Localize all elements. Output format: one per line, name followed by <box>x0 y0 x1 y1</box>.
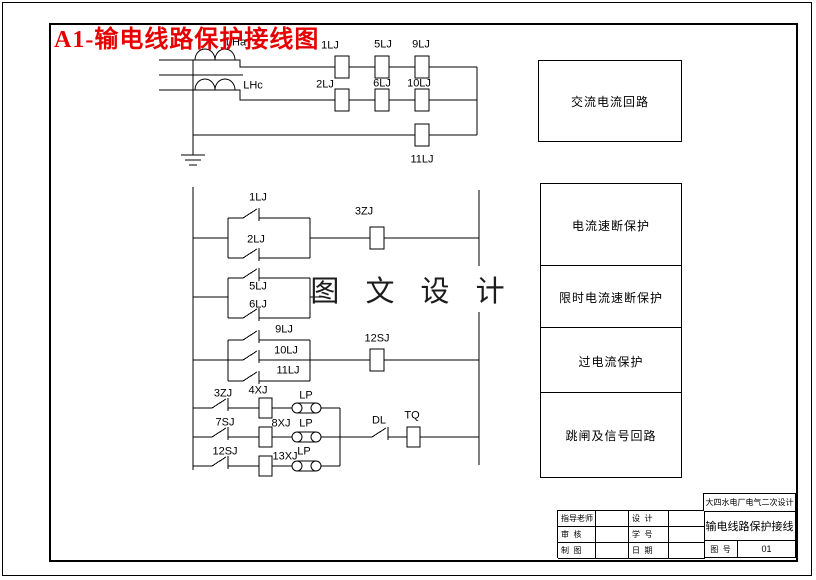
coil-13xj <box>258 455 273 477</box>
label-contact-2lj: 2LJ <box>247 233 265 246</box>
drawing-title: 输电线路保护接线 <box>705 521 794 533</box>
contact-10lj <box>228 350 310 363</box>
coil-3zj <box>369 226 385 250</box>
watermark-text: 图 文 设 计 <box>310 266 505 312</box>
tb-blank <box>596 511 629 527</box>
tb-blank <box>669 511 705 527</box>
legend-text: 跳闸及信号回路 <box>565 428 657 443</box>
coil-10lj <box>414 88 430 112</box>
drawing-number: 01 <box>761 544 772 554</box>
label-contact-6lj: 6LJ <box>249 298 267 311</box>
label-contact-10lj: 10LJ <box>274 344 298 357</box>
contact-9lj <box>228 330 310 343</box>
label-coil-tq: TQ <box>404 409 420 422</box>
label-contact-9lj: 9LJ <box>275 323 293 336</box>
label-coil-13xj: 13XJ <box>272 450 298 463</box>
legend-box-instantaneous: 电流速断保护 <box>540 183 682 268</box>
label-contact-12sj: 12SJ <box>212 445 238 458</box>
coil-2lj <box>334 88 350 112</box>
bus-phase-c <box>159 89 477 101</box>
titleblock-number-value: 01 <box>737 540 796 558</box>
legend-box-ac-circuit: 交流电流回路 <box>538 60 682 142</box>
tb-label-advisor: 指导老师 <box>558 511 596 527</box>
inner-frame <box>49 23 798 562</box>
tb-label-draftsman: 制 图 <box>558 543 596 559</box>
label-coil-3zj: 3ZJ <box>354 205 374 218</box>
titleblock-drawing-title: 输电线路保护接线 <box>703 511 796 541</box>
label-contact-3zj: 3ZJ <box>213 387 233 400</box>
contact-3zj <box>193 398 259 411</box>
ct-lha-icon <box>194 48 236 61</box>
label-coil-12sj: 12SJ <box>364 332 390 345</box>
legend-box-time-limited: 限时电流速断保护 <box>540 265 682 330</box>
coil-6lj <box>374 88 390 112</box>
label-link-lp-2: LP <box>299 417 313 430</box>
label-coil-1lj: 1LJ <box>321 39 339 52</box>
tb-label-designer: 设 计 <box>629 511 669 527</box>
label-coil-5lj: 5LJ <box>374 38 392 51</box>
contact-12sj <box>193 456 259 469</box>
label-coil-11lj: 11LJ <box>410 153 434 166</box>
coil-1lj <box>334 55 350 79</box>
project-name: 大四水电厂电气二次设计 <box>705 498 794 507</box>
contact-6lj <box>228 308 310 321</box>
ct-lhc-icon <box>194 78 236 91</box>
bus-phase-a <box>159 59 477 68</box>
coil-8xj <box>258 426 273 448</box>
contact-7sj <box>193 427 259 440</box>
contact-dl <box>340 427 407 440</box>
contact-11lj <box>228 371 310 384</box>
label-coil-2lj: 2LJ <box>316 78 334 91</box>
tb-blank <box>669 527 705 543</box>
label-link-lp-1: LP <box>299 389 313 402</box>
ground-icon <box>181 154 205 166</box>
label-contact-1lj: 1LJ <box>249 191 267 204</box>
label-contact-11lj: 11LJ <box>276 364 300 377</box>
coil-4xj <box>258 397 273 419</box>
tb-blank <box>669 543 705 559</box>
label-coil-4xj: 4XJ <box>248 384 268 397</box>
tb-label-reviewer: 审 核 <box>558 527 596 543</box>
label-contact-dl: DL <box>371 414 387 427</box>
tb-blank <box>596 527 629 543</box>
coil-11lj <box>414 123 430 147</box>
page-title: A1-输电线路保护接线图 <box>54 27 320 53</box>
titleblock-project: 大四水电厂电气二次设计 <box>703 493 796 512</box>
label-coil-8xj: 8XJ <box>271 417 291 430</box>
number-label: 图 号 <box>710 544 731 554</box>
legend-text: 电流速断保护 <box>571 219 650 233</box>
contact-2lj <box>228 248 310 261</box>
label-contact-5lj: 5LJ <box>249 280 267 293</box>
label-coil-6lj: 6LJ <box>373 77 391 90</box>
coil-5lj <box>374 55 390 79</box>
label-coil-10lj: 10LJ <box>407 77 431 90</box>
tb-label-student-id: 学 号 <box>629 527 669 543</box>
legend-box-overcurrent: 过电流保护 <box>540 327 682 395</box>
contact-1lj <box>228 208 310 221</box>
label-contact-7sj: 7SJ <box>215 416 235 429</box>
label-coil-9lj: 9LJ <box>412 38 430 51</box>
titleblock-number-label: 图 号 <box>703 540 738 558</box>
coil-12sj <box>369 348 385 372</box>
label-ct-lhc: LHc <box>243 79 263 92</box>
label-ct-lha: LHa <box>225 36 247 49</box>
tb-blank <box>596 543 629 559</box>
legend-text: 过电流保护 <box>578 354 644 369</box>
coil-9lj <box>414 55 430 79</box>
contact-5lj <box>228 268 310 281</box>
tb-label-date: 日 期 <box>629 543 669 559</box>
coil-tq <box>406 426 421 448</box>
titleblock-grid: 指导老师 设 计 审 核 学 号 制 图 日 期 <box>557 510 705 559</box>
legend-text: 限时电流速断保护 <box>558 291 663 305</box>
legend-box-trip-signal: 跳闸及信号回路 <box>540 392 682 478</box>
legend-text: 交流电流回路 <box>570 94 649 109</box>
label-link-lp-3: LP <box>297 445 311 458</box>
